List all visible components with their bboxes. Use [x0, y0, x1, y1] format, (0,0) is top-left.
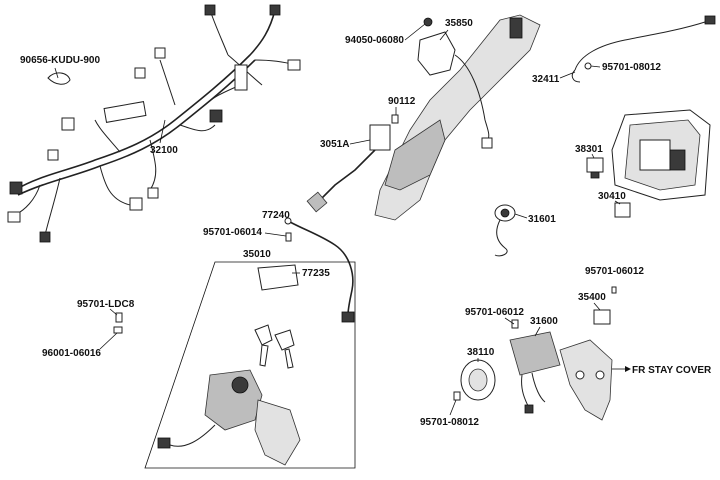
- bolt-95701-ldc8-icon: [115, 312, 123, 323]
- ignition-switch-set-35010: [144, 261, 356, 469]
- label-77235: 77235: [302, 268, 330, 279]
- label-95701-06012-mid: 95701-06012: [465, 307, 524, 318]
- label-35400: 35400: [578, 292, 606, 303]
- labels: 90656-KUDU-900 32100 94050-06080 35850 9…: [20, 18, 712, 428]
- label-38301: 38301: [575, 144, 603, 155]
- nut-96001-06016-icon: [113, 326, 123, 334]
- switch-35400: [593, 286, 617, 325]
- label-96001-06016: 96001-06016: [42, 348, 101, 359]
- frame-body: [374, 14, 541, 221]
- label-30410: 30410: [598, 191, 626, 202]
- relay-38301: [586, 157, 604, 179]
- label-35010: 35010: [243, 249, 271, 260]
- label-95701-08012-top: 95701-08012: [602, 62, 661, 73]
- label-95701-06012-right: 95701-06012: [585, 266, 644, 277]
- label-3051a: 3051A: [320, 139, 349, 150]
- label-90112: 90112: [388, 96, 416, 107]
- label-90656: 90656-KUDU-900: [20, 55, 100, 66]
- label-77240: 77240: [262, 210, 290, 221]
- label-38110: 38110: [467, 347, 495, 358]
- bolt-95701-06014-icon: [285, 232, 292, 242]
- label-fr-stay-cover: FR STAY COVER: [632, 365, 712, 376]
- ignition-coil-3051a: [306, 124, 391, 213]
- cable-32411: [571, 15, 716, 83]
- label-32100: 32100: [150, 145, 178, 156]
- regulator-31600: [509, 319, 561, 414]
- fr-stay-cover: [559, 339, 613, 421]
- switch-31601: [494, 204, 516, 257]
- arrow-right-icon: [625, 366, 631, 372]
- label-95701-ldc8: 95701-LDC8: [77, 299, 135, 310]
- label-32411: 32411: [532, 74, 560, 85]
- horn-38110: [453, 359, 496, 401]
- label-94050: 94050-06080: [345, 35, 404, 46]
- label-95701-06014: 95701-06014: [203, 227, 262, 238]
- label-35850: 35850: [445, 18, 473, 29]
- headlight-housing: [611, 109, 711, 201]
- bolt-90112-icon: [391, 114, 399, 124]
- wire-harness-32100: [7, 4, 301, 243]
- cdi-30410: [614, 202, 631, 218]
- label-95701-08012-bottom: 95701-08012: [420, 417, 479, 428]
- cable-77240: [284, 217, 355, 323]
- label-31601: 31601: [528, 214, 556, 225]
- sensor-35850: [417, 31, 493, 149]
- bracket-77235: [257, 264, 299, 291]
- bolt-94050-06080-icon: [423, 17, 433, 27]
- clip-90656-icon: [47, 72, 71, 85]
- label-31600: 31600: [530, 316, 558, 327]
